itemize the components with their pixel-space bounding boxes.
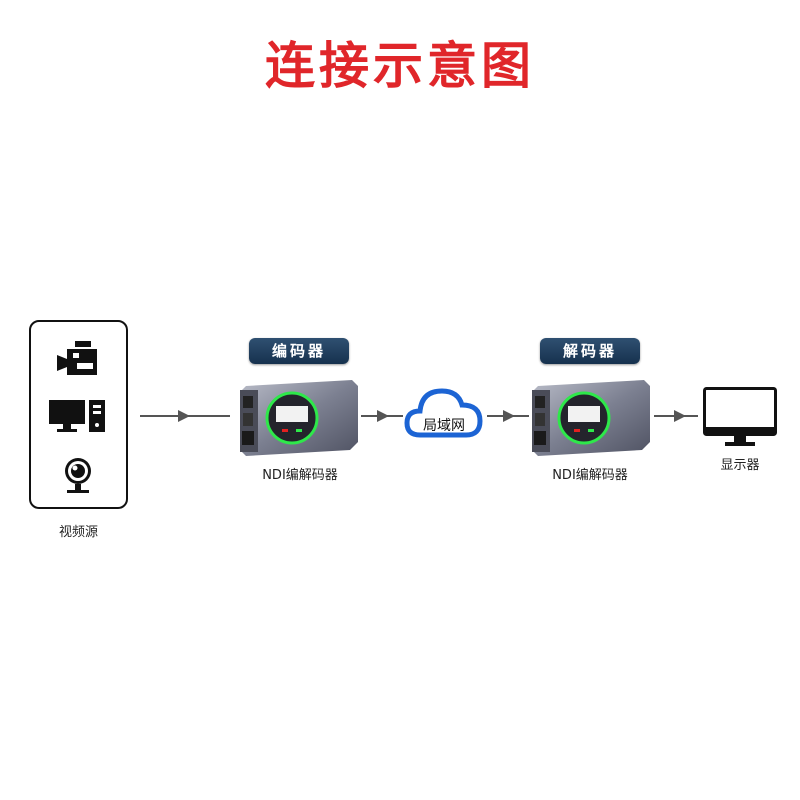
monitor-icon [703, 387, 777, 446]
flow-arrow [361, 410, 403, 422]
display-label: 显示器 [720, 458, 760, 473]
flow-arrow [654, 410, 698, 422]
decoder-label: NDI编解码器 [552, 468, 628, 483]
encoder-device-icon [240, 380, 358, 456]
video-source-box [29, 320, 128, 509]
encoder-badge: 编码器 [249, 338, 349, 364]
video-source-label: 视频源 [58, 525, 98, 540]
cloud-icon [404, 388, 483, 438]
desktop-computer-icon [49, 400, 105, 432]
decoder-badge: 解码器 [540, 338, 640, 364]
flow-arrow [140, 410, 230, 422]
webcam-icon [65, 458, 91, 493]
diagram-title: 连接示意图 [265, 37, 535, 95]
video-camera-icon [57, 341, 97, 375]
decoder-device-icon [532, 380, 650, 456]
encoder-label: NDI编解码器 [262, 468, 338, 483]
network-label: 局域网 [423, 418, 465, 434]
flow-arrow [487, 410, 529, 422]
